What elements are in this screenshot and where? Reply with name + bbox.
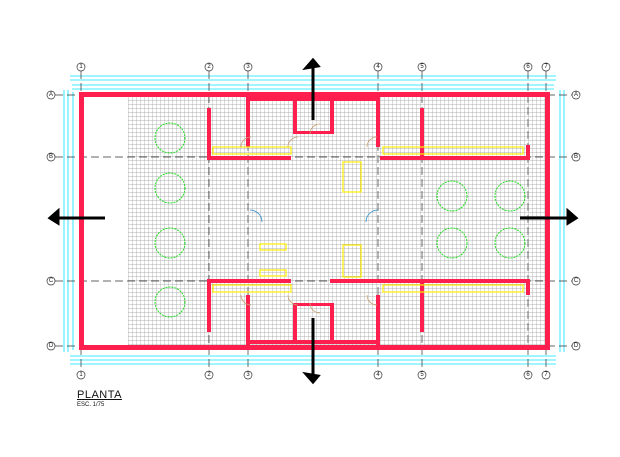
grid-bubble-bottom-4-label: 4 bbox=[376, 372, 380, 378]
grid-bubble-top-6: 6 bbox=[523, 62, 533, 72]
grid-bubble-bottom-5: 5 bbox=[417, 370, 427, 380]
grid-bubble-top-7: 7 bbox=[541, 62, 551, 72]
floor-hatch bbox=[128, 97, 545, 345]
grid-bubble-bottom-7: 7 bbox=[541, 370, 551, 380]
grid-bubble-left-C: C bbox=[46, 276, 56, 286]
grid-bubble-left-C-label: C bbox=[49, 278, 54, 284]
fixtures bbox=[212, 146, 524, 293]
grid-bubble-bottom-6: 6 bbox=[523, 370, 533, 380]
grid-bubble-right-A: A bbox=[571, 90, 581, 100]
grid-bubble-top-6-label: 6 bbox=[526, 64, 530, 70]
grid-bubble-top-1-label: 1 bbox=[79, 64, 83, 70]
grid-bubble-bottom-7-label: 7 bbox=[544, 372, 548, 378]
grid-bubble-right-A-label: A bbox=[574, 92, 578, 98]
grid-bubble-right-B-label: B bbox=[574, 154, 578, 160]
grid-bubble-right-C: C bbox=[571, 276, 581, 286]
grid-bubble-top-5-label: 5 bbox=[420, 64, 424, 70]
grid-bubble-left-B-label: B bbox=[49, 154, 53, 160]
grid-bubble-left-D-label: D bbox=[49, 343, 54, 349]
grid-bubble-top-2-label: 2 bbox=[207, 64, 211, 70]
grid-bubble-top-4: 4 bbox=[373, 62, 383, 72]
grid-bubble-bottom-1-label: 1 bbox=[79, 372, 83, 378]
grid-bubble-bottom-2: 2 bbox=[204, 370, 214, 380]
grid-bubble-right-D-label: D bbox=[574, 343, 579, 349]
grid-bubble-bottom-3-label: 3 bbox=[246, 372, 250, 378]
grid-bubble-left-A-label: A bbox=[49, 92, 53, 98]
drawing-title: PLANTA bbox=[77, 389, 122, 401]
trees bbox=[154, 122, 526, 318]
grid-bubble-top-2: 2 bbox=[204, 62, 214, 72]
grid-bubble-bottom-2-label: 2 bbox=[207, 372, 211, 378]
grid-bubble-left-A: A bbox=[46, 90, 56, 100]
grid-bubble-bottom-5-label: 5 bbox=[420, 372, 424, 378]
grid-bubble-top-5: 5 bbox=[417, 62, 427, 72]
grid-bubble-right-C-label: C bbox=[574, 278, 579, 284]
section-markers bbox=[47, 57, 579, 385]
grid-bubble-bottom-3: 3 bbox=[243, 370, 253, 380]
doors bbox=[240, 123, 379, 314]
grid-bubble-bottom-4: 4 bbox=[373, 370, 383, 380]
grid-bubble-top-3: 3 bbox=[243, 62, 253, 72]
grid-bubble-right-D: D bbox=[571, 341, 581, 351]
drawing-scale: ESC. 1/75 bbox=[77, 402, 105, 408]
grid-bubble-top-7-label: 7 bbox=[544, 64, 548, 70]
grid-bubble-right-B: B bbox=[571, 152, 581, 162]
grid-bubble-top-3-label: 3 bbox=[246, 64, 250, 70]
grid-bubble-left-B: B bbox=[46, 152, 56, 162]
grid-bubble-bottom-1: 1 bbox=[76, 370, 86, 380]
grid-bubble-top-4-label: 4 bbox=[376, 64, 380, 70]
grid-bubble-bottom-6-label: 6 bbox=[526, 372, 530, 378]
grid-bubble-top-1: 1 bbox=[76, 62, 86, 72]
grid-bubble-left-D: D bbox=[46, 341, 56, 351]
